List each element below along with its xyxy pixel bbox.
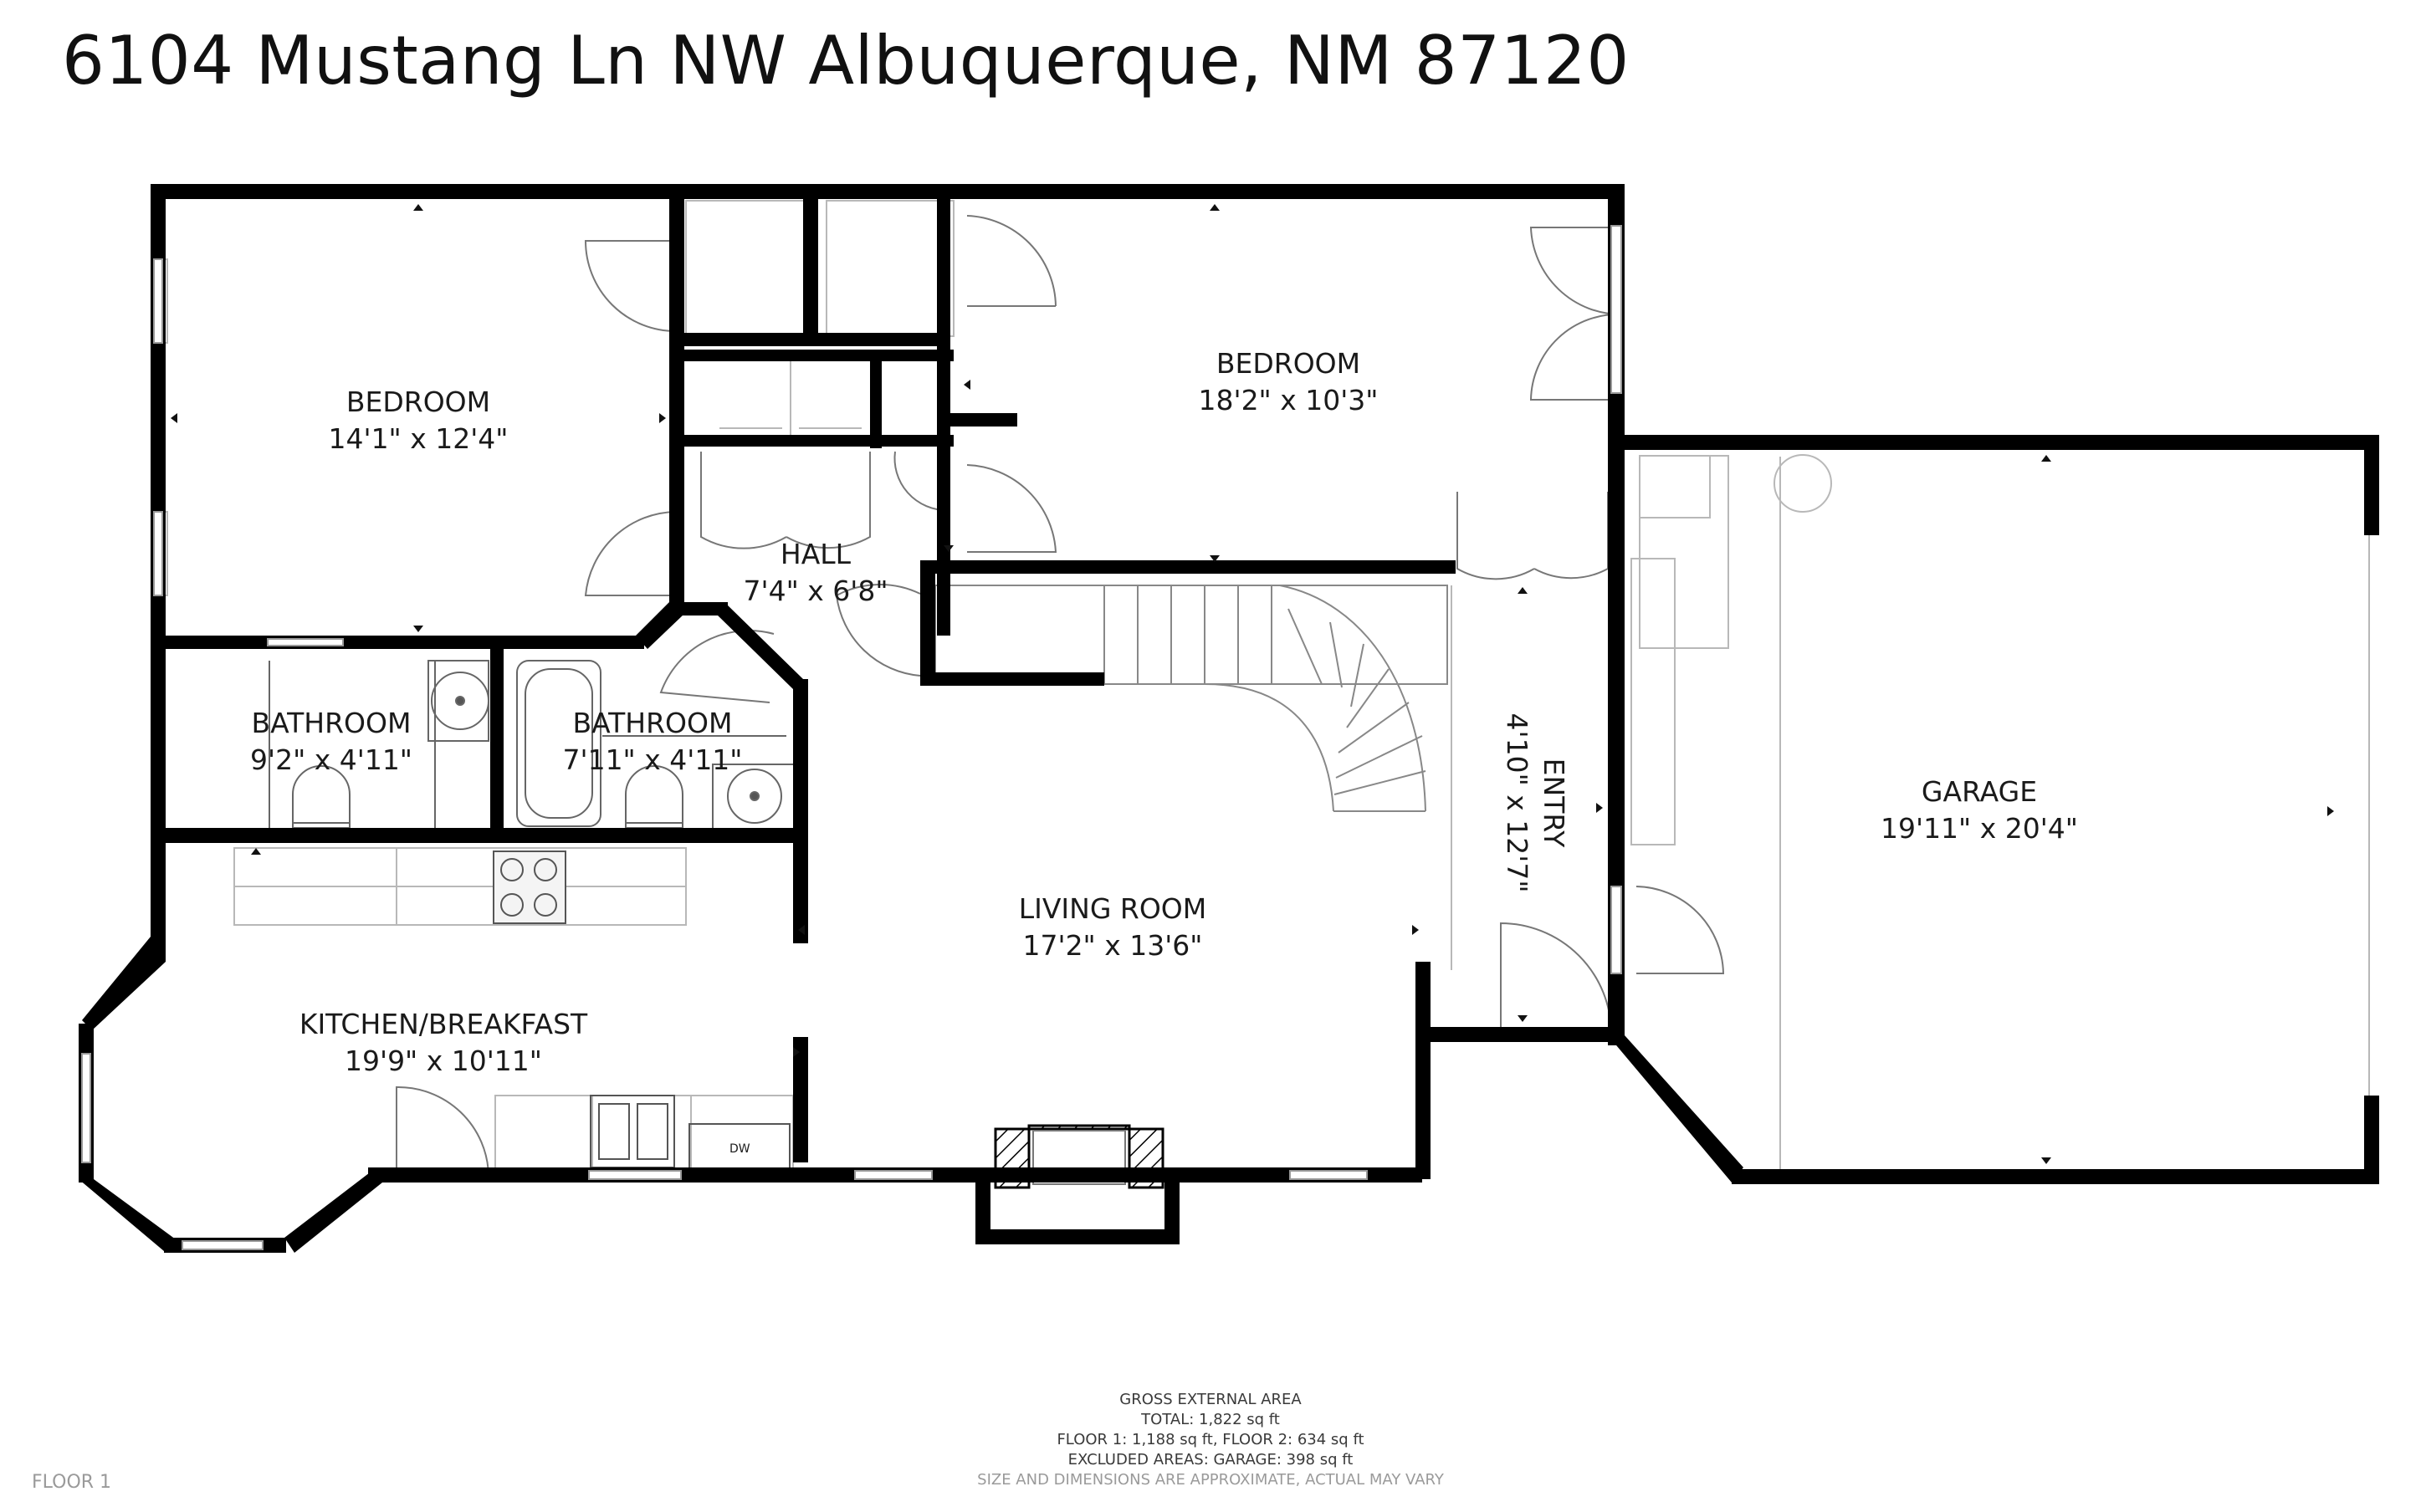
label-bathroom-left-size: 9'2" x 4'11" — [250, 743, 412, 776]
footer-disclaimer: SIZE AND DIMENSIONS ARE APPROXIMATE, ACT… — [977, 1471, 1444, 1489]
label-garage-size: 19'11" x 20'4" — [1881, 812, 2078, 845]
room-labels: BEDROOM 14'1" x 12'4" BEDROOM 18'2" x 10… — [250, 347, 2078, 1077]
footer-excluded: EXCLUDED AREAS: GARAGE: 398 sq ft — [1067, 1451, 1354, 1469]
label-kitchen-size: 19'9" x 10'11" — [345, 1045, 542, 1077]
staircase — [934, 585, 1448, 812]
footer-total: TOTAL: 1,822 sq ft — [1141, 1411, 1280, 1428]
footer-gross-area: GROSS EXTERNAL AREA — [1119, 1391, 1302, 1408]
area-summary: GROSS EXTERNAL AREA TOTAL: 1,822 sq ft F… — [0, 1390, 2421, 1490]
walls — [79, 184, 2379, 1253]
label-bathroom-right-size: 7'11" x 4'11" — [563, 743, 743, 776]
windows — [81, 225, 1622, 1250]
label-bedroom-right-size: 18'2" x 10'3" — [1199, 384, 1379, 416]
label-garage-name: GARAGE — [1922, 775, 2037, 808]
bath-fixtures — [269, 660, 801, 830]
footer-floors: FLOOR 1: 1,188 sq ft, FLOOR 2: 634 sq ft — [1057, 1431, 1364, 1448]
dimension-markers — [171, 204, 2334, 1164]
label-bedroom-left-size: 14'1" x 12'4" — [329, 422, 509, 455]
label-bedroom-right-name: BEDROOM — [1216, 347, 1360, 380]
floor-label: FLOOR 1 — [32, 1472, 112, 1493]
label-bathroom-left-name: BATHROOM — [252, 707, 412, 739]
label-living-name: LIVING ROOM — [1019, 892, 1207, 925]
label-bathroom-right-name: BATHROOM — [573, 707, 733, 739]
label-living-size: 17'2" x 13'6" — [1023, 929, 1203, 962]
label-entry-name: ENTRY — [1538, 759, 1570, 849]
label-hall-name: HALL — [781, 538, 852, 570]
label-bedroom-left-name: BEDROOM — [346, 386, 490, 418]
label-hall-size: 7'4" x 6'8" — [744, 575, 888, 607]
kitchen-fixtures — [493, 850, 791, 1172]
label-entry-size: 4'10" x 12'7" — [1501, 713, 1533, 893]
dishwasher-label: DW — [729, 1142, 750, 1156]
page-title: 6104 Mustang Ln NW Albuquerque, NM 87120 — [62, 22, 1630, 100]
label-kitchen-name: KITCHEN/BREAKFAST — [299, 1008, 588, 1040]
